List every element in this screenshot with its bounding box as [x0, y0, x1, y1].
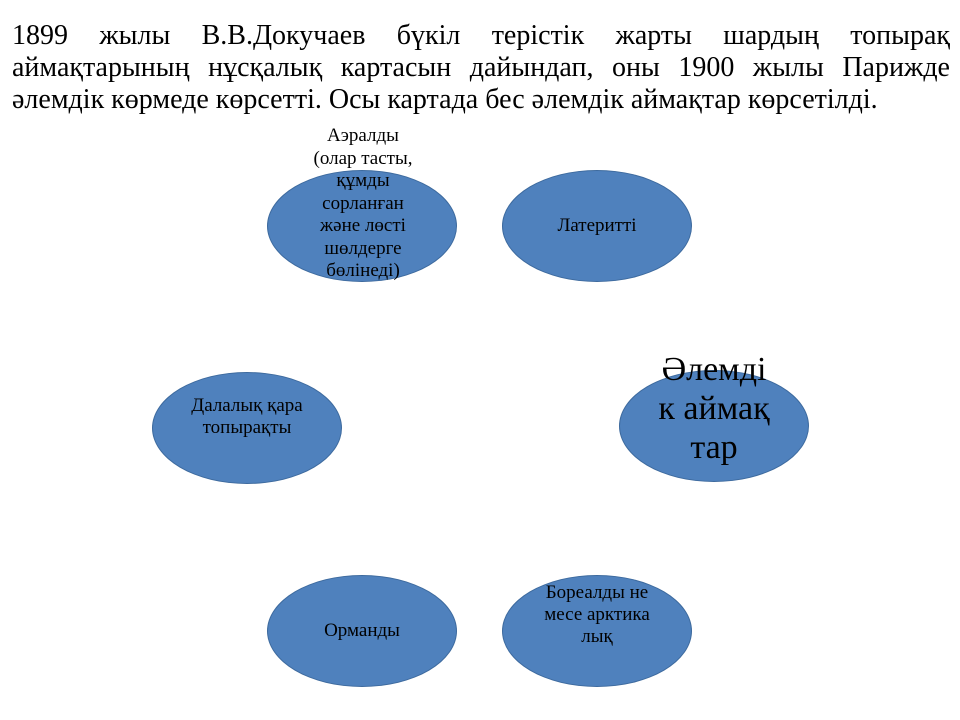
node-aeraldy-label: Аэралды (олар тасты, құмды сорланған жән… [313, 125, 413, 281]
node-center-label: Әлемдік аймақтар [658, 351, 770, 466]
node-center-ellipse [619, 370, 809, 482]
intro-paragraph: 1899 жылы В.В.Докучаев бүкіл терістік жа… [12, 20, 950, 115]
node-dalalyq-label: Далалық қара топырақты [191, 395, 303, 438]
node-aeraldy-ellipse [267, 170, 457, 282]
node-lateritti-ellipse [502, 170, 692, 282]
node-lateritti-label: Латеритті [557, 215, 637, 236]
node-dalalyq-ellipse [152, 372, 342, 484]
node-borealdy-ellipse [502, 575, 692, 687]
node-ormandy-label: Орманды [324, 620, 400, 641]
node-borealdy-label: Бореалды немесе арктикалық [544, 582, 650, 647]
node-ormandy-ellipse [267, 575, 457, 687]
